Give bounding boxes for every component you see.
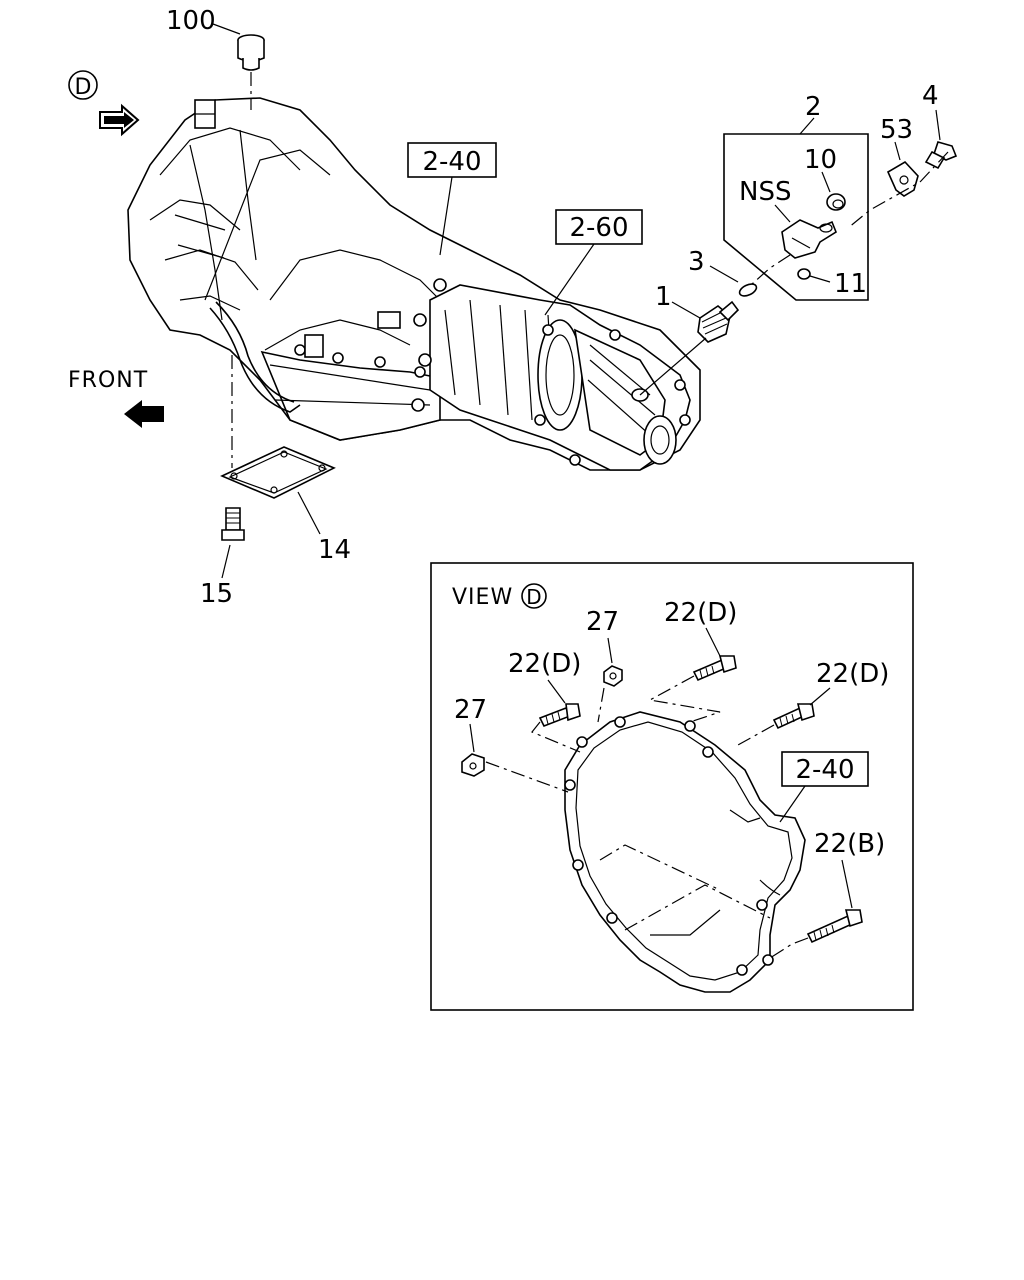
part-3-clip [738, 283, 758, 297]
leader-14 [297, 491, 321, 535]
leader-53 [894, 141, 901, 161]
part-22d-bolt-a [538, 703, 581, 728]
ref-box-2-60: 2-60 [555, 209, 643, 245]
leader-100-label [212, 23, 241, 35]
part-53-bracket [886, 160, 919, 197]
part-4-bolt [924, 141, 958, 170]
assembly-line-27-a [597, 687, 605, 723]
group-bracket-2 [723, 133, 869, 301]
assembly-line-22d-c [737, 724, 775, 746]
bell-housing-cover [564, 711, 806, 993]
part-22d-bolt-c [772, 703, 815, 730]
assembly-line-sensor [847, 151, 949, 229]
part-22d-bolt-b [692, 655, 737, 682]
part-27-nut-b [461, 753, 485, 777]
part-10-seal [826, 193, 846, 211]
leader-27-b [469, 723, 475, 753]
leader-22b [841, 859, 853, 909]
ref-2-40-top-label: 2-40 [422, 147, 481, 177]
leader-2-40-top [439, 176, 453, 256]
leader-10 [821, 171, 831, 193]
part-15-bolt [221, 507, 245, 541]
callout-10: 10 [804, 145, 837, 175]
callout-1: 1 [655, 282, 672, 312]
view-callout-22b: 22(B) [814, 829, 885, 859]
callout-100: 100 [166, 6, 216, 36]
leader-2-60 [544, 243, 595, 316]
callout-3: 3 [688, 247, 705, 277]
leader-nss [774, 204, 791, 223]
leader-27-a [607, 637, 613, 664]
callout-4: 4 [922, 81, 939, 111]
part-22b-bolt [806, 909, 863, 944]
callout-14: 14 [318, 535, 351, 565]
view-d-inset: VIEW D 22(D) [430, 562, 914, 1011]
leader-15 [221, 544, 231, 579]
view-title-marker: D [526, 585, 541, 609]
ref-2-60-label: 2-60 [569, 213, 628, 243]
part-27-nut-a [603, 665, 623, 687]
leader-22d-b [705, 627, 721, 657]
leader-3 [709, 265, 739, 283]
view-callout-27-b: 27 [454, 695, 487, 725]
callout-53: 53 [880, 115, 913, 145]
part-100-breather [237, 34, 265, 71]
assembly-line-27-b [485, 761, 569, 793]
part-11-oring [797, 268, 811, 280]
transmission-assembly [127, 97, 701, 471]
leader-4 [935, 109, 941, 141]
assembly-line-22d-b [648, 675, 721, 723]
leader-11 [809, 275, 831, 283]
part-14-cover-plate [220, 446, 336, 499]
front-label: FRONT [68, 368, 148, 393]
assembly-line-22d-a [531, 721, 581, 753]
leader-gear-to-port [639, 337, 707, 396]
assembly-line-sensor-2 [751, 254, 791, 285]
ref-2-40-view-label: 2-40 [795, 755, 854, 785]
leader-22d-a [547, 679, 566, 704]
ref-box-2-40-top: 2-40 [407, 142, 497, 178]
callout-nss: NSS [739, 177, 791, 207]
view-d-marker: D [68, 70, 98, 100]
view-callout-22d-a: 22(D) [508, 649, 581, 679]
view-title: VIEW [452, 585, 513, 610]
part-nss-sensor [781, 219, 837, 259]
callout-11: 11 [834, 269, 867, 299]
leader-2-40-view [779, 785, 806, 823]
view-callout-27-a: 27 [586, 607, 619, 637]
front-arrow-icon [124, 400, 164, 428]
assembly-line-22b [769, 937, 809, 959]
part-1-driven-gear [697, 300, 740, 343]
ref-box-2-40-view [781, 751, 869, 787]
callout-15: 15 [200, 579, 233, 609]
view-callout-22d-c: 22(D) [816, 659, 889, 689]
view-callout-22d-b: 22(D) [664, 598, 737, 628]
leader-22d-c [809, 687, 831, 706]
view-d-arrow-icon [99, 103, 140, 137]
leader-1 [671, 301, 701, 319]
callout-2: 2 [805, 92, 822, 122]
view-d-marker-letter: D [75, 75, 92, 100]
leader-2 [799, 117, 815, 135]
